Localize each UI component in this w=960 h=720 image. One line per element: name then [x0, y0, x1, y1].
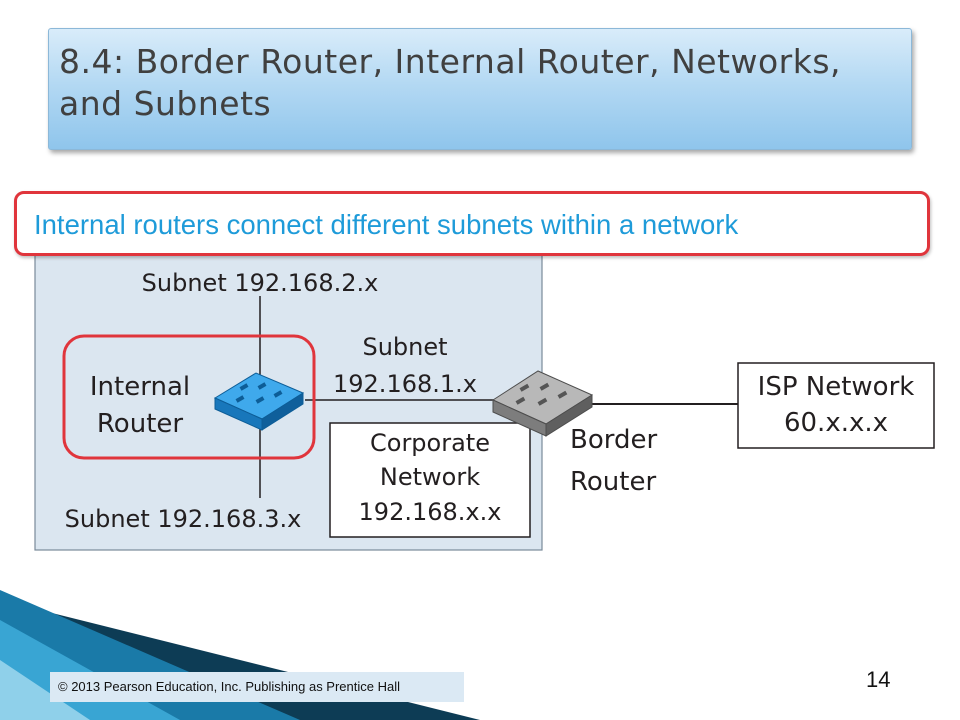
callout-text: Internal routers connect different subne…	[34, 209, 739, 240]
callout-box: Internal routers connect different subne…	[14, 191, 930, 256]
corporate-label-1: Corporate	[370, 429, 490, 457]
subnet-right-label-2: 192.168.1.x	[333, 370, 477, 398]
border-router-label-2: Router	[570, 467, 656, 497]
page-number: 14	[866, 667, 891, 692]
internal-router-label-1: Internal	[90, 372, 190, 402]
slide-title: 8.4: Border Router, Internal Router, Net…	[59, 42, 842, 123]
subnet-bottom-label: Subnet 192.168.3.x	[65, 505, 302, 533]
isp-label-1: ISP Network	[758, 372, 915, 402]
subnet-top-label: Subnet 192.168.2.x	[142, 269, 379, 297]
corporate-network-box	[329, 422, 531, 538]
border-router-icon	[491, 370, 594, 437]
internal-router-icon	[213, 372, 305, 431]
internal-router-label-2: Router	[97, 409, 183, 439]
subnet-right-label-1: Subnet	[362, 333, 447, 361]
title-banner: 8.4: Border Router, Internal Router, Net…	[48, 28, 912, 150]
isp-label-2: 60.x.x.x	[784, 408, 888, 438]
corporate-label-3: 192.168.x.x	[359, 498, 502, 526]
corporate-label-2: Network	[380, 463, 480, 491]
border-router-label-1: Border	[570, 425, 657, 455]
copyright-notice: © 2013 Pearson Education, Inc. Publishin…	[50, 672, 464, 702]
internal-router-highlight	[62, 334, 316, 460]
isp-network-box	[737, 362, 935, 449]
